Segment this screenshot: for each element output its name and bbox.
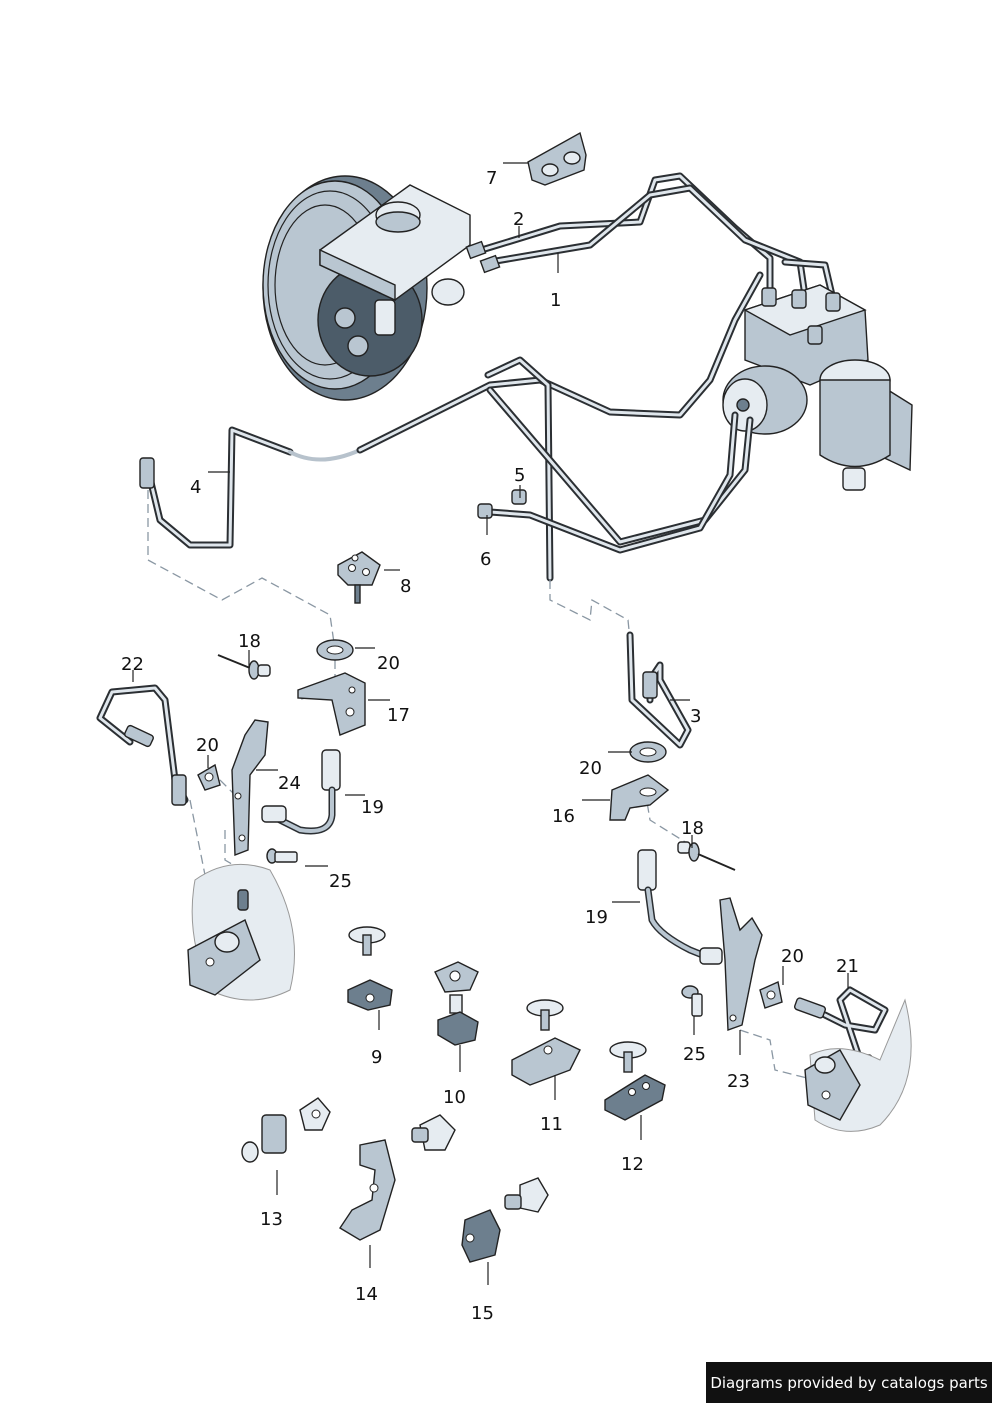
callout-10: 10 [443,1087,466,1108]
part-12-clip[interactable] [604,1041,666,1121]
callout-22: 22 [121,654,144,675]
credit-text: Diagrams provided by catalogs parts [710,1373,988,1392]
callout-labels: 7 2 1 4 5 6 8 18 20 22 17 3 20 20 24 19 … [121,168,859,1324]
leader-lines [132,162,849,1285]
callout-6: 6 [480,549,491,570]
callout-7: 7 [486,168,497,189]
part-14-clip[interactable] [339,1114,456,1241]
part-22-pipe[interactable] [96,684,189,806]
callout-4: 4 [190,477,201,498]
part-18-bolt-left[interactable] [217,654,271,680]
callout-16: 16 [552,806,575,827]
part-19-hose-left[interactable] [261,749,341,835]
callout-23: 23 [727,1071,750,1092]
callout-19-right: 19 [585,907,608,928]
callout-25-right: 25 [683,1044,706,1065]
part-24-bracket[interactable] [231,719,269,857]
left-brake-caliper[interactable] [187,863,295,1001]
part-3-pipe[interactable] [626,631,692,749]
callout-14: 14 [355,1284,378,1305]
part-15-clip[interactable] [461,1177,549,1263]
right-brake-caliper[interactable] [804,998,912,1132]
callout-2: 2 [513,209,524,230]
part-20-clip-lower-right[interactable] [759,981,783,1009]
callout-20-upper-left: 20 [377,653,400,674]
callout-20-upper-right: 20 [579,758,602,779]
callout-1: 1 [550,290,561,311]
part-19-hose-right[interactable] [637,849,723,965]
callout-18-right: 18 [681,818,704,839]
part-16-bracket[interactable] [609,774,670,821]
callout-20-lower-right: 20 [781,946,804,967]
callout-8: 8 [400,576,411,597]
brake-pipes-lower[interactable] [139,271,764,582]
callout-24: 24 [278,773,301,794]
callout-11: 11 [540,1114,563,1135]
part-8-junction[interactable] [337,551,381,604]
callout-19-left: 19 [361,797,384,818]
callout-15: 15 [471,1303,494,1324]
part-7-bracket[interactable] [527,131,587,186]
part-20-clip-lower-left[interactable] [197,763,221,791]
part-9-clip[interactable] [347,926,393,1011]
part-17-bracket[interactable] [297,672,366,736]
callout-12: 12 [621,1154,644,1175]
brake-pipes-upper[interactable] [465,172,836,334]
part-18-bolt-right[interactable] [677,841,736,871]
callout-17: 17 [387,705,410,726]
callout-21: 21 [836,956,859,977]
abs-hydraulic-unit[interactable] [722,284,913,491]
part-20-clip-upper-right[interactable] [629,741,667,763]
callout-9: 9 [371,1047,382,1068]
part-10-clip[interactable] [434,961,479,1046]
callout-20-lower-left: 20 [196,735,219,756]
part-13-clip[interactable] [241,1097,331,1163]
part-25-bolt-right[interactable] [681,985,703,1017]
part-11-clip[interactable] [511,999,581,1086]
callout-3: 3 [690,706,701,727]
callout-5: 5 [514,465,525,486]
callout-18-left: 18 [238,631,261,652]
master-cylinder[interactable] [319,184,471,336]
part-25-bolt-left[interactable] [266,848,298,864]
callout-25-left: 25 [329,871,352,892]
part-23-bracket[interactable] [719,897,763,1031]
part-20-clip-upper-left[interactable] [316,639,354,661]
callout-13: 13 [260,1209,283,1230]
credit-banner: Diagrams provided by catalogs parts [706,1362,992,1403]
